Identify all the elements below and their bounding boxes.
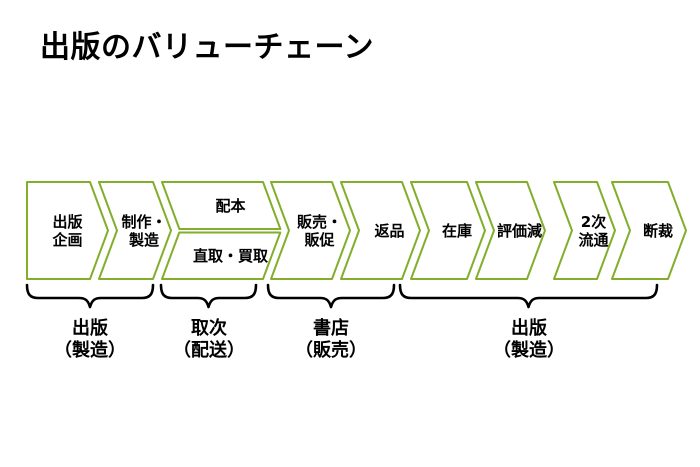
bracket-group-2	[159, 283, 258, 309]
chevron-shape-8	[553, 181, 616, 280]
chevron-shape-3-bottom	[161, 231, 282, 280]
chevron-label-sales-promotion: 販売・ 販促	[296, 212, 342, 249]
chevron-label-distribution-haibon: 配本	[215, 196, 246, 215]
bracket-group-1	[25, 283, 155, 309]
chevron-label-publishing-planning: 出版 企画	[52, 212, 83, 249]
group-label-bookstore-sales: 書店 （販売）	[295, 318, 367, 361]
chevron-shape-3-top	[161, 181, 282, 230]
chevron-label-secondary-distribution: 2次 流通	[578, 212, 609, 249]
group-label-publisher-manufacturing-2: 出版 （製造）	[493, 318, 565, 361]
chevron-shape-4	[270, 181, 351, 280]
chevron-label-production-manufacturing: 制作・ 製造	[121, 212, 167, 249]
chevron-shape-2	[98, 181, 172, 280]
chevron-shape-6	[410, 181, 486, 280]
chevron-label-valuation-loss: 評価減	[496, 221, 542, 240]
chevron-shape-9	[611, 181, 687, 280]
bracket-group-3	[266, 283, 396, 309]
group-label-publisher-manufacturing: 出版 （製造）	[54, 318, 126, 361]
page-title: 出版のバリューチェーン	[40, 30, 374, 65]
chevron-label-returns: 返品	[374, 221, 405, 240]
bracket-group-4	[398, 283, 659, 309]
chevron-label-inventory: 在庫	[441, 221, 472, 240]
group-label-wholesaler-delivery: 取次 （配送）	[173, 318, 245, 361]
chevron-label-shredding: 断裁	[642, 221, 673, 240]
chevron-shape-7	[475, 181, 546, 280]
chevron-shape-1	[26, 181, 109, 280]
chevron-label-direct-purchase: 直取・買取	[192, 246, 268, 265]
chevron-shape-5	[340, 181, 421, 280]
